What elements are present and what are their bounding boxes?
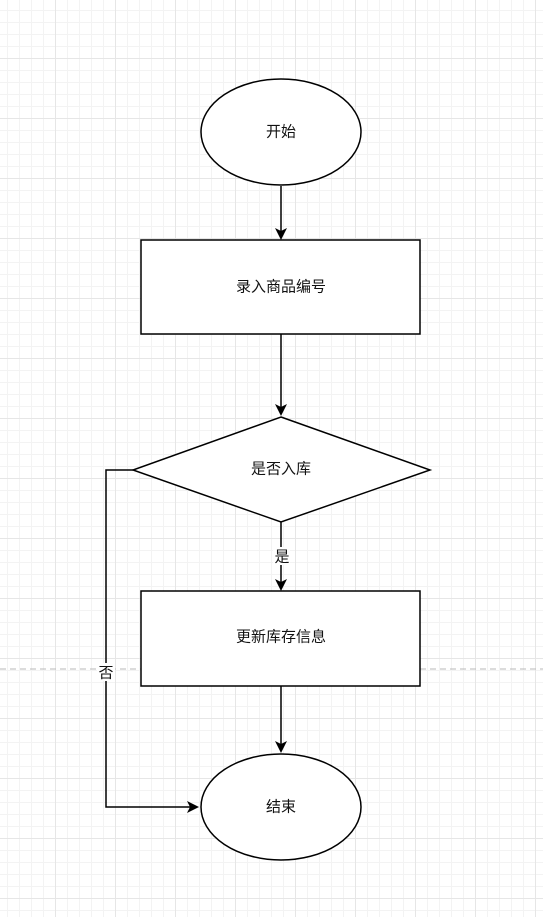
end-node-label: 结束 <box>266 798 296 816</box>
input-process-shape <box>140 239 421 335</box>
end-node-shape <box>200 753 362 861</box>
edge-label-yes: 是 <box>274 548 289 566</box>
start-node-label: 开始 <box>266 123 296 141</box>
edge-label-no: 否 <box>98 664 113 682</box>
update-process-label: 更新库存信息 <box>236 628 326 646</box>
update-process-shape <box>140 590 421 687</box>
decision-shape <box>130 416 433 523</box>
input-process-label: 录入商品编号 <box>236 278 326 296</box>
start-node-shape <box>200 78 362 186</box>
connector-decision-no-to-end <box>105 469 199 813</box>
decision-label: 是否入库 <box>251 460 311 478</box>
